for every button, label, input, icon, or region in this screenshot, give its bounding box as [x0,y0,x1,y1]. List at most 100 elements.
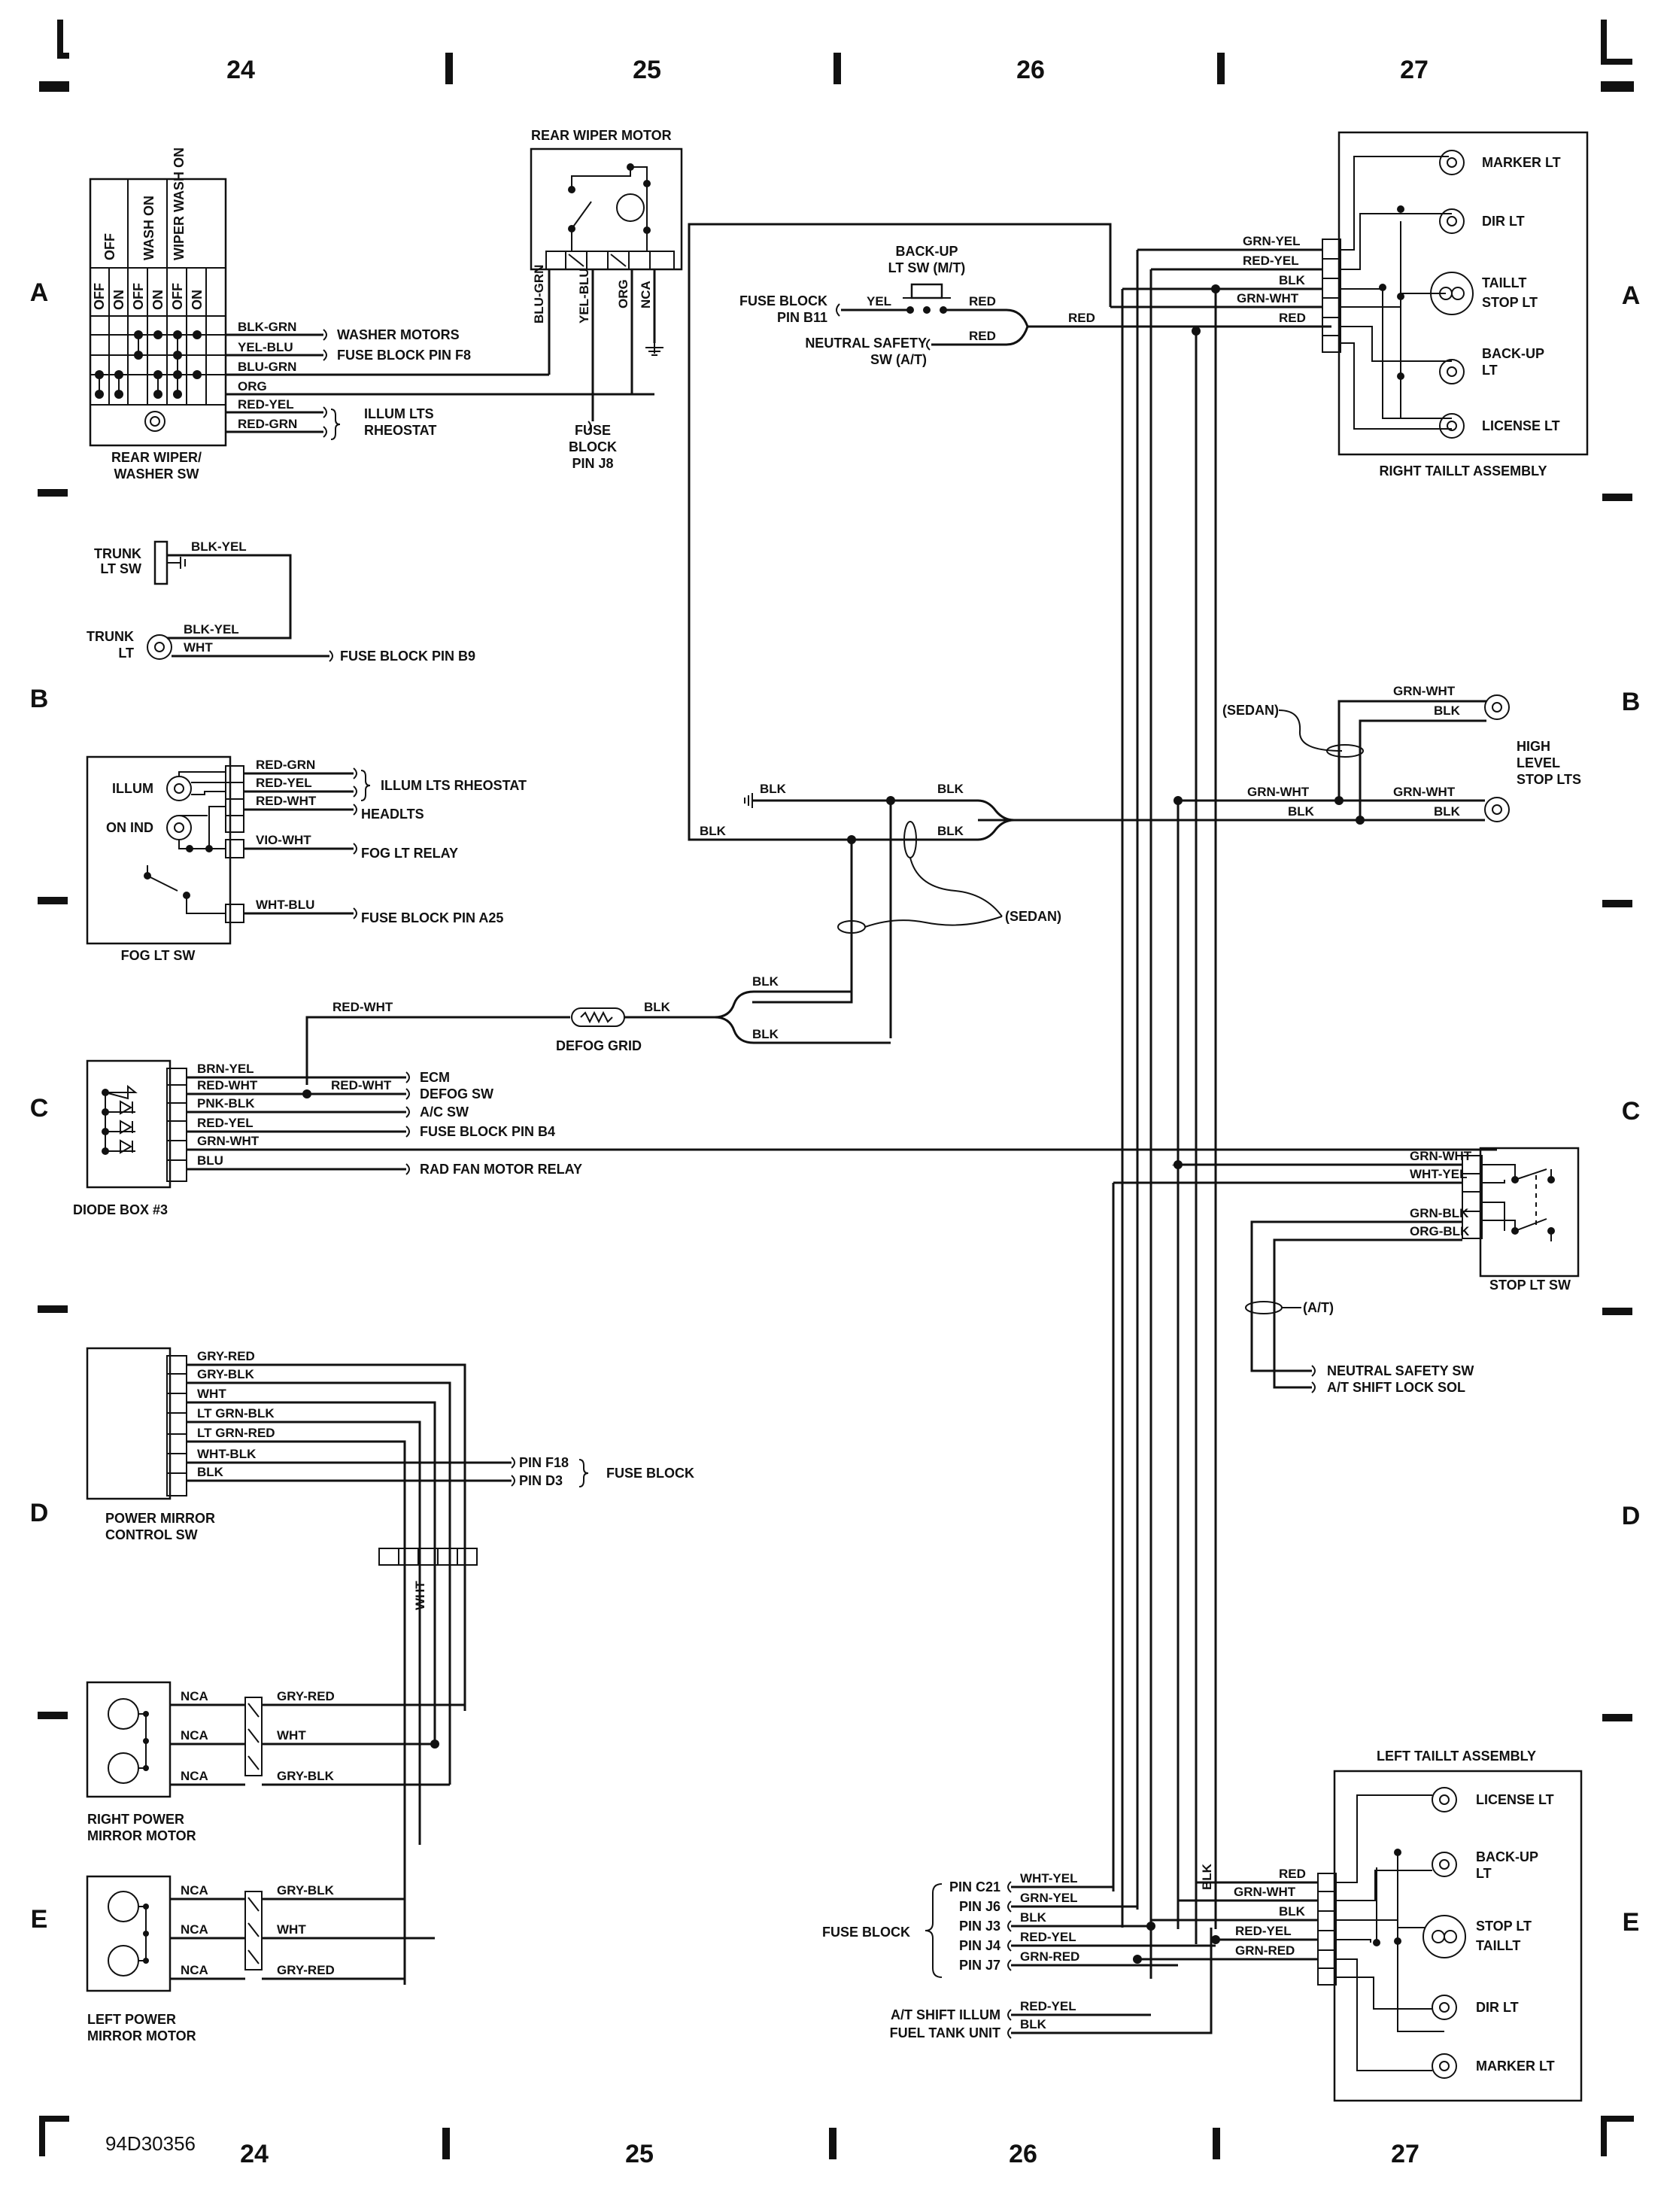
wire-label: GRN-WHT [1410,1149,1472,1163]
corner-mark-bottom-right [1601,2116,1634,2156]
wire-label: BLU-GRN [238,360,296,374]
motor-icon [108,1945,139,1977]
destination-label: (SEDAN) [1005,909,1061,924]
tick-left-3 [38,1305,68,1313]
wire-label: GRN-WHT [1234,1885,1296,1899]
figure-id: 94D30356 [105,2132,196,2155]
fuse-block-pins: FUSE BLOCK PIN C21 PIN J6 PIN J3 PIN J4 … [822,1871,1220,2040]
rear-wiper-motor: REAR WIPER MOTOR BLU-GRN YEL-BLU ORG NCA… [530,128,683,471]
lamp-label: MARKER LT [1482,155,1561,170]
wire-label: WHT [277,1922,306,1937]
row-label-right: C [1622,1097,1641,1126]
bulb-icon [1439,208,1465,234]
wire-label: RED-WHT [332,1000,393,1014]
lamp-label: TAILLT [1476,1938,1520,1953]
wire-label: BLK [1279,1904,1306,1919]
lamp-label: LICENSE LT [1482,418,1560,433]
component-label: REAR WIPER/ [111,450,202,465]
wire-label: BLK [1020,1910,1047,1925]
wire-label: GRN-RED [1235,1943,1295,1958]
wire-label: ORG [616,279,630,308]
destination-label: PIN D3 [519,1473,563,1488]
wire-label: VIO-WHT [256,833,311,847]
wire-label: RED-WHT [256,794,317,808]
bulb-icon [1439,150,1465,175]
corner-mark-bottom-left [39,2116,69,2156]
switch-subheader: OFF [131,283,146,310]
motor-icon [108,1698,139,1730]
wire-label: RED [1279,311,1306,325]
destination-label: A/T SHIFT LOCK SOL [1327,1380,1465,1395]
wire-label: WHT-BLK [197,1447,257,1461]
trunk-switch-icon [153,540,169,585]
right-taillight-assembly: MARKER LT DIR LT TAILLT STOP LT BACK-UP … [1322,131,1589,479]
switch-header: WIPER WASH ON [172,147,187,260]
wire-label: NCA [181,1963,208,1977]
switch-subheader: ON [150,290,165,310]
destination-label: FUSE BLOCK [606,1466,694,1481]
destination-label: A/C SW [420,1104,469,1120]
col-label-top: 25 [633,56,661,84]
wire-label: BLU [197,1153,223,1168]
col-label-bottom: 25 [625,2140,654,2168]
wire-label: BLK [937,824,964,838]
wire-label: BLK [197,1465,224,1479]
component-label: MIRROR MOTOR [87,2028,196,2043]
row-label-left: A [30,278,49,307]
wire-label: RED-YEL [1020,1999,1076,2013]
fog-label: ILLUM [112,781,153,796]
wire-label: RED-YEL [256,776,312,790]
wire-label: WHT [277,1728,306,1743]
destination-label: HEADLTS [361,807,424,822]
diode-box-body [86,1059,172,1189]
destination-label: PIN B11 [777,310,827,325]
destination-label: ILLUM LTS [364,406,434,421]
high-level-stop-lights: (SEDAN) GRN-WHT BLK GRN-WHT BLK GRN-WHT … [978,684,1581,825]
ground-network: BLK BLK BLK BLK (SEDAN) [688,223,1112,1038]
component-label: DEFOG GRID [556,1038,642,1053]
bulb-icon [1484,694,1510,720]
wire-label: RED-YEL [197,1116,254,1130]
rear-wiper-switch-wires: BLK-GRN YEL-BLU BLU-GRN ORG RED-YEL RED-… [226,320,654,440]
diode-box: DIODE BOX #3 BRN-YEL RED-WHT RED-WHT PNK… [73,1059,1497,1217]
wire-label: ORG-BLK [1410,1224,1470,1238]
wire-label: BLK-YEL [191,539,247,554]
bulb-icon [1439,413,1465,439]
component-label: BACK-UP [896,244,958,259]
frame-marks [38,20,1634,2159]
wire-label: NCA [181,1728,208,1743]
fuse-pin-label: PIN J6 [959,1899,1000,1914]
wire-label: BLK [1020,2017,1047,2031]
wire-label: WHT-YEL [1020,1871,1078,1885]
component-label: RIGHT POWER [87,1812,184,1827]
switch-body [86,1347,172,1500]
switch-body [86,755,232,945]
row-label-left: C [30,1094,49,1123]
destination-label: FUSE BLOCK PIN F8 [337,348,471,363]
switch-header: WASH ON [141,196,156,260]
wire-label: YEL [867,294,891,308]
wire-label: BLK [1434,804,1461,819]
motor-body [86,1875,172,1992]
wire-label: RED [1068,311,1095,325]
wire-label: BLU-GRN [532,265,546,324]
switch-subheader: ON [190,290,205,310]
wire-label: YEL-BLU [577,268,591,324]
wire-label: GRY-BLK [277,1883,335,1898]
destination-label: PIN J8 [572,456,613,471]
wire-label: BRN-YEL [197,1062,254,1076]
motor-icon [108,1752,139,1784]
col-label-bottom: 27 [1391,2140,1419,2168]
destination-label: RAD FAN MOTOR RELAY [420,1162,582,1177]
stop-light-switch: GRN-WHT WHT-YEL GRN-BLK ORG-BLK STOP LT … [1113,1147,1580,1395]
bulb-icon [1432,1995,1457,2020]
assembly-body [1337,131,1589,456]
bulb-icon [1423,1915,1466,1958]
switch-body [1479,1147,1580,1278]
lamp-label: BACK-UP [1482,346,1544,361]
switch-body [89,178,227,447]
wire-label: GRY-RED [197,1349,255,1363]
wire-label: GRY-BLK [277,1769,335,1783]
